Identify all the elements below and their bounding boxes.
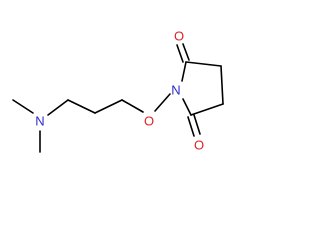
bond-n-c1 (47, 99, 69, 116)
bond-n-c-top (181, 61, 187, 82)
bond-carbonyl-top-b (182, 43, 190, 61)
bond-ch2-ch2 (220, 65, 224, 105)
bond-o-n (154, 93, 171, 112)
bond-c-top-ch2 (185, 61, 222, 67)
bond-carbonyl-bottom-b (193, 114, 201, 135)
bond-ch2-c-bottom (190, 103, 224, 116)
bond-methyl-top (12, 99, 34, 114)
atom-o-carbonyl-bottom: O (194, 138, 204, 153)
bond-c1-c2 (67, 99, 96, 114)
atom-o-carbonyl-top: O (174, 29, 184, 44)
molecule-structure: N O N O O (12, 29, 224, 153)
bond-c-bottom-n (182, 98, 192, 116)
bond-carbonyl-bottom-a (187, 116, 195, 137)
bond-carbonyl-top-a (176, 44, 184, 63)
bond-c2-c3 (94, 99, 123, 114)
atom-o-ether: O (144, 114, 154, 129)
bond-c3-o (121, 99, 144, 113)
atom-n-imide: N (171, 83, 180, 98)
atom-n-amine: N (35, 114, 44, 129)
